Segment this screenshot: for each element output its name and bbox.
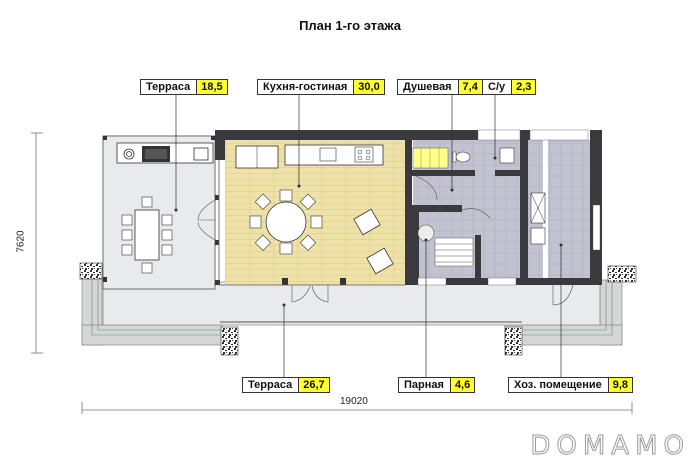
room-name: Терраса — [243, 378, 299, 392]
room-name: Хоз. помещение — [509, 378, 608, 392]
room-label-terrace-left: Терраса 18,5 — [140, 79, 228, 95]
room-name: Душевая — [398, 80, 458, 94]
room-label-utility: Хоз. помещение 9,8 — [508, 377, 634, 393]
room-label-terrace-bottom: Терраса 26,7 — [242, 377, 330, 393]
room-name: Терраса — [141, 80, 197, 94]
dimension-width: 19020 — [340, 396, 368, 407]
room-area-badge: 26,7 — [298, 378, 329, 392]
room-name: Парная — [399, 378, 450, 392]
room-label-kitchen-living: Кухня-гостиная 30,0 — [257, 79, 385, 95]
room-label-steam-room: Парная 4,6 — [398, 377, 476, 393]
room-area-badge: 30,0 — [353, 80, 384, 94]
room-label-bathroom: С/у 2,3 — [482, 79, 537, 95]
steps-left — [79, 262, 239, 356]
steps-right — [504, 265, 637, 356]
room-label-shower: Душевая 7,4 — [397, 79, 483, 95]
dimension-height: 7620 — [15, 230, 27, 253]
room-area-badge: 2,3 — [511, 80, 536, 94]
room-name: Кухня-гостиная — [258, 80, 354, 94]
domamo-logo: DOMAMO — [530, 431, 690, 462]
page-title: План 1-го этажа — [299, 18, 401, 33]
room-name: С/у — [483, 80, 512, 94]
room-area-badge: 4,6 — [449, 378, 475, 392]
room-area-badge: 9,8 — [607, 378, 633, 392]
room-area-badge: 18,5 — [196, 80, 227, 94]
room-area-badge: 7,4 — [457, 80, 482, 94]
